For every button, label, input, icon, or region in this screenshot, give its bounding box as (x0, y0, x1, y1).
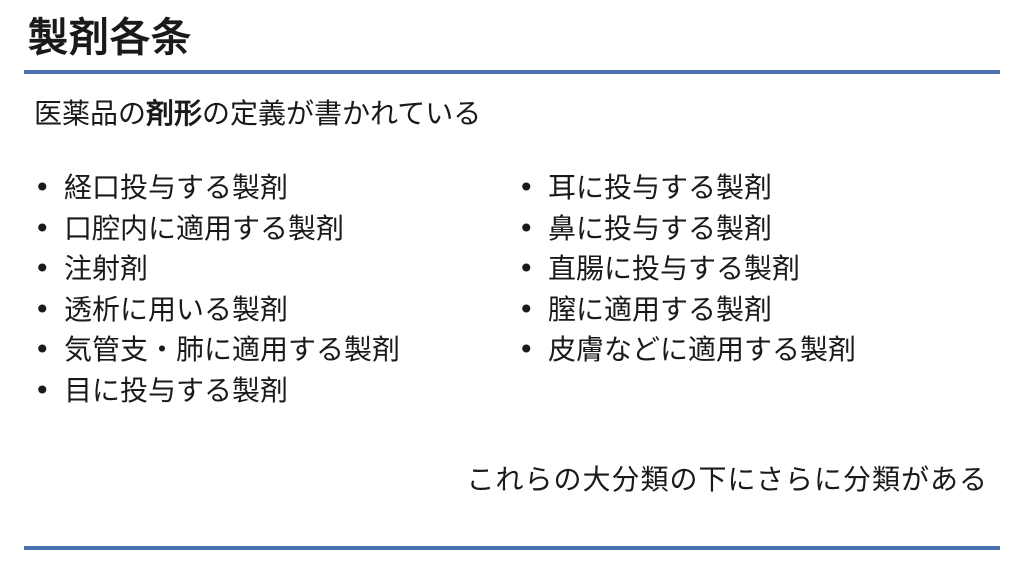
list-item-text: 皮膚などに適用する製剤 (548, 333, 857, 366)
subtitle-emphasis: 剤形 (146, 97, 203, 130)
list-item-text: 経口投与する製剤 (64, 171, 289, 204)
right-bullet-list: • 耳に投与する製剤 • 鼻に投与する製剤 • 直腸に投与する製剤 • 膣に適用する製剤… (518, 168, 856, 371)
subtitle-before: 医薬品の (34, 97, 147, 130)
list-item-text: 透析に用いる製剤 (64, 292, 289, 326)
bullet-icon: • (518, 252, 535, 285)
footer-note: これらの大分類の下にさらに分類がある (466, 463, 988, 496)
list-item-text: 鼻に投与する製剤 (548, 211, 773, 245)
list-item: • 注射剤 (34, 249, 400, 290)
bullet-icon: • (34, 211, 51, 245)
list-item: • 目に投与する製剤 (34, 371, 400, 412)
list-item: • 透析に用いる製剤 (34, 290, 400, 331)
list-item-text: 膣に適用する製剤 (548, 292, 773, 326)
bullet-icon: • (34, 333, 51, 366)
list-item-text: 気管支・肺に適用する製剤 (64, 333, 401, 366)
bottom-divider (24, 546, 1000, 550)
list-item-text: 口腔内に適用する製剤 (64, 211, 345, 245)
list-item-text: 耳に投与する製剤 (548, 171, 773, 204)
bullet-icon: • (518, 292, 535, 326)
list-item: • 口腔内に適用する製剤 (34, 209, 400, 250)
slide-title: 製剤各条 (28, 15, 192, 61)
top-divider (24, 70, 1000, 74)
bullet-icon: • (34, 252, 51, 285)
bullet-icon: • (518, 333, 535, 366)
bullet-icon: • (34, 292, 51, 326)
list-item: • 鼻に投与する製剤 (518, 209, 856, 250)
list-item: • 直腸に投与する製剤 (518, 249, 856, 290)
list-item-text: 注射剤 (64, 252, 149, 285)
list-item-text: 目に投与する製剤 (64, 373, 289, 407)
bullet-icon: • (518, 171, 535, 204)
bullet-icon: • (34, 373, 51, 407)
left-bullet-list: • 経口投与する製剤 • 口腔内に適用する製剤 • 注射剤 • 透析に用いる製剤 • 気管… (34, 168, 400, 411)
list-item: • 経口投与する製剤 (34, 168, 400, 209)
list-item: • 膣に適用する製剤 (518, 290, 856, 331)
bullet-icon: • (518, 211, 535, 245)
list-item: • 皮膚などに適用する製剤 (518, 330, 856, 371)
subtitle-after: の定義が書かれている (202, 97, 482, 130)
bullet-icon: • (34, 171, 51, 204)
slide-subtitle: 医薬品の剤形の定義が書かれている (34, 92, 481, 136)
list-item: • 耳に投与する製剤 (518, 168, 856, 209)
list-item-text: 直腸に投与する製剤 (548, 252, 801, 285)
list-item: • 気管支・肺に適用する製剤 (34, 330, 400, 371)
